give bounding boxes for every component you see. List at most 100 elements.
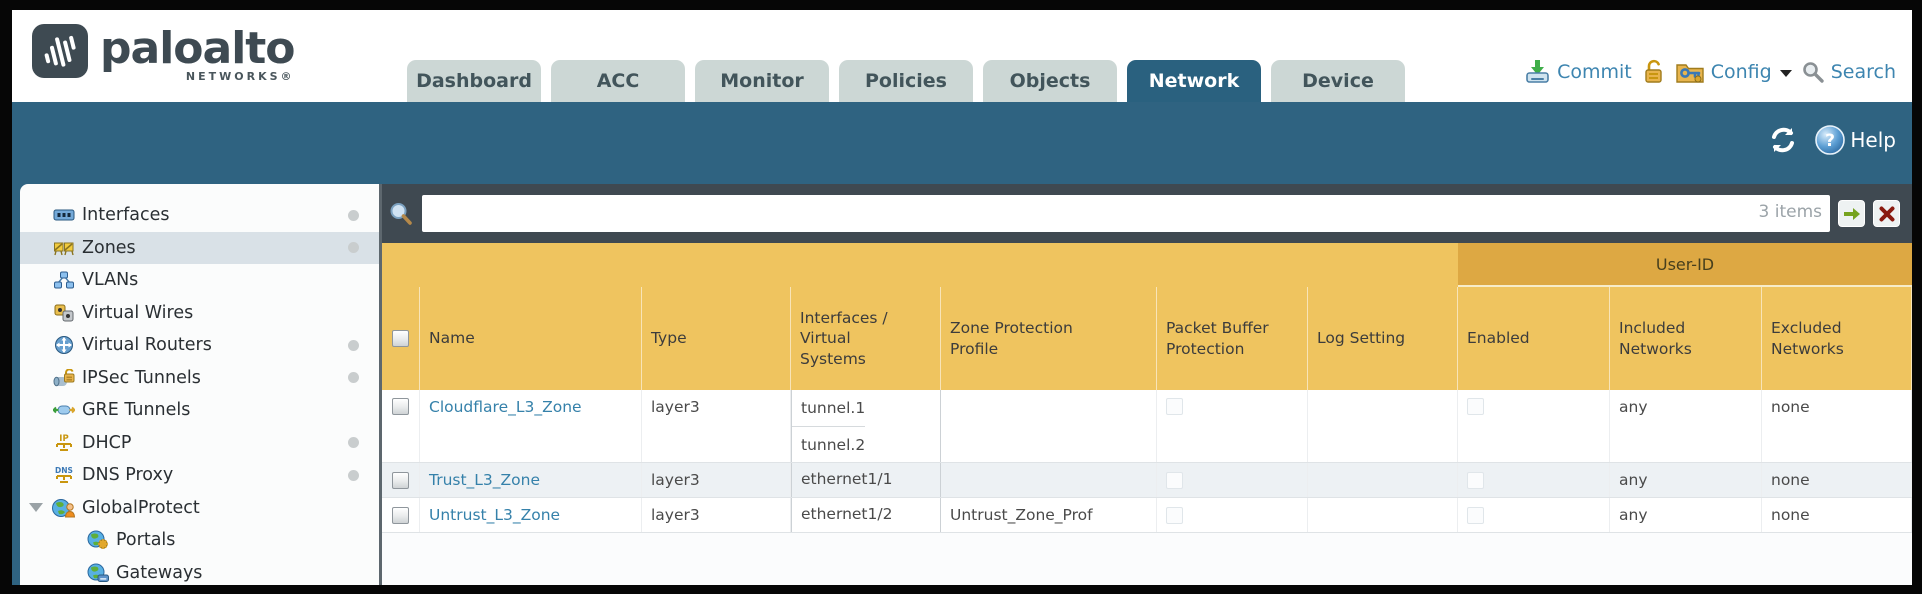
filter-search-icon[interactable] [388,201,414,227]
interface-entry: tunnel.1 [801,399,866,417]
svg-text:IP: IP [59,434,68,444]
row-select-cell [382,390,420,462]
sidebar-item-dns-proxy[interactable]: DNS DNS Proxy [20,459,379,492]
column-header-interfaces[interactable]: Interfaces / Virtual Systems [791,287,941,390]
config-menu-button[interactable]: Config [1675,58,1792,85]
userid-enabled-checkbox[interactable] [1467,398,1484,415]
filter-input[interactable] [422,195,1830,232]
network-sidebar: Interfaces Zones VLANs [20,184,382,585]
tab-objects[interactable]: Objects [983,60,1117,102]
refresh-icon[interactable] [1768,125,1798,155]
zone-name-cell: Untrust_L3_Zone [420,498,642,532]
help-button[interactable]: ? Help [1814,124,1896,156]
zone-interfaces-cell: tunnel.1 tunnel.2 [791,390,941,462]
filter-toolbar: 3 items [382,184,1912,243]
search-icon [1802,61,1824,83]
zones-icon [52,238,76,258]
sidebar-item-portals[interactable]: Portals [20,524,379,557]
lock-icon[interactable] [1641,58,1666,85]
content-area: Interfaces Zones VLANs [12,184,1912,585]
row-checkbox[interactable] [392,471,409,489]
tab-acc[interactable]: ACC [551,60,685,102]
commit-button[interactable]: Commit [1524,58,1632,85]
userid-enabled-checkbox[interactable] [1467,506,1484,524]
select-all-checkbox[interactable] [392,330,409,347]
zone-protection-cell: Untrust_Zone_Prof [941,498,1157,532]
brand-subtitle: NETWORKS® [185,70,295,83]
sidebar-item-gre-tunnels[interactable]: GRE Tunnels [20,394,379,427]
column-header-zone-protection[interactable]: Zone Protection Profile [941,287,1157,390]
virtual-wires-icon [52,303,76,323]
tab-monitor[interactable]: Monitor [695,60,829,102]
main-nav-tabs: Dashboard ACC Monitor Policies Objects N… [407,60,1415,102]
sidebar-item-label: Interfaces [82,205,170,226]
top-header: paloalto NETWORKS® Dashboard ACC Monitor… [12,10,1912,102]
zone-protection-cell [941,463,1157,497]
search-button[interactable]: Search [1801,60,1896,84]
globalprotect-icon [52,498,76,518]
sidebar-item-virtual-wires[interactable]: Virtual Wires [20,297,379,330]
sidebar-item-label: DHCP [82,432,132,453]
sidebar-item-label: Portals [116,530,176,551]
sidebar-item-interfaces[interactable]: Interfaces [20,199,379,232]
column-header-included-networks[interactable]: Included Networks [1610,287,1762,390]
sidebar-item-vlans[interactable]: VLANs [20,264,379,297]
teal-band: ? Help [12,102,1912,184]
table-row: Untrust_L3_Zone layer3 ethernet1/2 Untru… [382,498,1912,533]
row-checkbox[interactable] [392,506,409,524]
sidebar-item-ipsec-tunnels[interactable]: IPSec Tunnels [20,362,379,395]
sidebar-item-label: VLANs [82,270,139,291]
tab-device[interactable]: Device [1271,60,1405,102]
interface-entry: ethernet1/2 [801,505,893,523]
zone-name-cell: Trust_L3_Zone [420,463,642,497]
zone-protection-cell [941,390,1157,462]
packet-buffer-checkbox[interactable] [1166,398,1183,415]
zone-name-cell: Cloudflare_L3_Zone [420,390,642,462]
column-header-log-setting[interactable]: Log Setting [1308,287,1458,390]
tab-network[interactable]: Network [1127,60,1261,102]
column-header-enabled[interactable]: Enabled [1458,287,1610,390]
userid-enabled-checkbox[interactable] [1467,471,1484,489]
column-header-type[interactable]: Type [642,287,791,390]
dns-proxy-icon: DNS [52,465,76,485]
help-label: Help [1850,128,1896,152]
tab-dashboard[interactable]: Dashboard [407,60,541,102]
log-setting-cell [1308,390,1458,462]
sidebar-item-label: Virtual Wires [82,302,194,323]
interface-entry: ethernet1/1 [801,470,893,488]
column-header-packet-buffer[interactable]: Packet Buffer Protection [1157,287,1308,390]
vlans-icon [52,270,76,290]
items-count: 3 items [1758,202,1822,222]
included-networks-cell: any [1610,463,1762,497]
userid-enabled-cell [1458,390,1610,462]
search-label: Search [1830,60,1896,83]
column-header-excluded-networks[interactable]: Excluded Networks [1762,287,1912,390]
zone-name-link[interactable]: Cloudflare_L3_Zone [429,398,582,416]
sidebar-item-virtual-routers[interactable]: Virtual Routers [20,329,379,362]
column-header-name[interactable]: Name [420,287,642,390]
sidebar-item-dhcp[interactable]: IP DHCP [20,427,379,460]
gateways-icon [86,563,110,583]
sidebar-item-gateways[interactable]: Gateways [20,557,379,586]
expander-icon[interactable] [29,503,43,513]
packet-buffer-checkbox[interactable] [1166,471,1183,489]
ipsec-tunnels-icon [52,368,76,388]
sidebar-item-label: IPSec Tunnels [82,367,201,388]
clear-filter-button[interactable] [1873,200,1900,227]
packet-buffer-cell [1157,498,1308,532]
table-empty-area [382,533,1912,585]
sidebar-item-globalprotect[interactable]: GlobalProtect [20,492,379,525]
packet-buffer-checkbox[interactable] [1166,506,1183,524]
green-arrow-icon [1843,207,1860,220]
row-checkbox[interactable] [392,398,409,415]
apply-filter-button[interactable] [1838,200,1865,227]
zone-name-link[interactable]: Untrust_L3_Zone [429,506,561,524]
row-select-cell [382,463,420,497]
commit-icon [1526,60,1549,83]
zone-name-link[interactable]: Trust_L3_Zone [429,471,540,489]
header-actions: Commit Config [1524,58,1896,85]
userid-enabled-cell [1458,498,1610,532]
tab-policies[interactable]: Policies [839,60,973,102]
userid-enabled-cell [1458,463,1610,497]
sidebar-item-zones[interactable]: Zones [20,231,379,264]
